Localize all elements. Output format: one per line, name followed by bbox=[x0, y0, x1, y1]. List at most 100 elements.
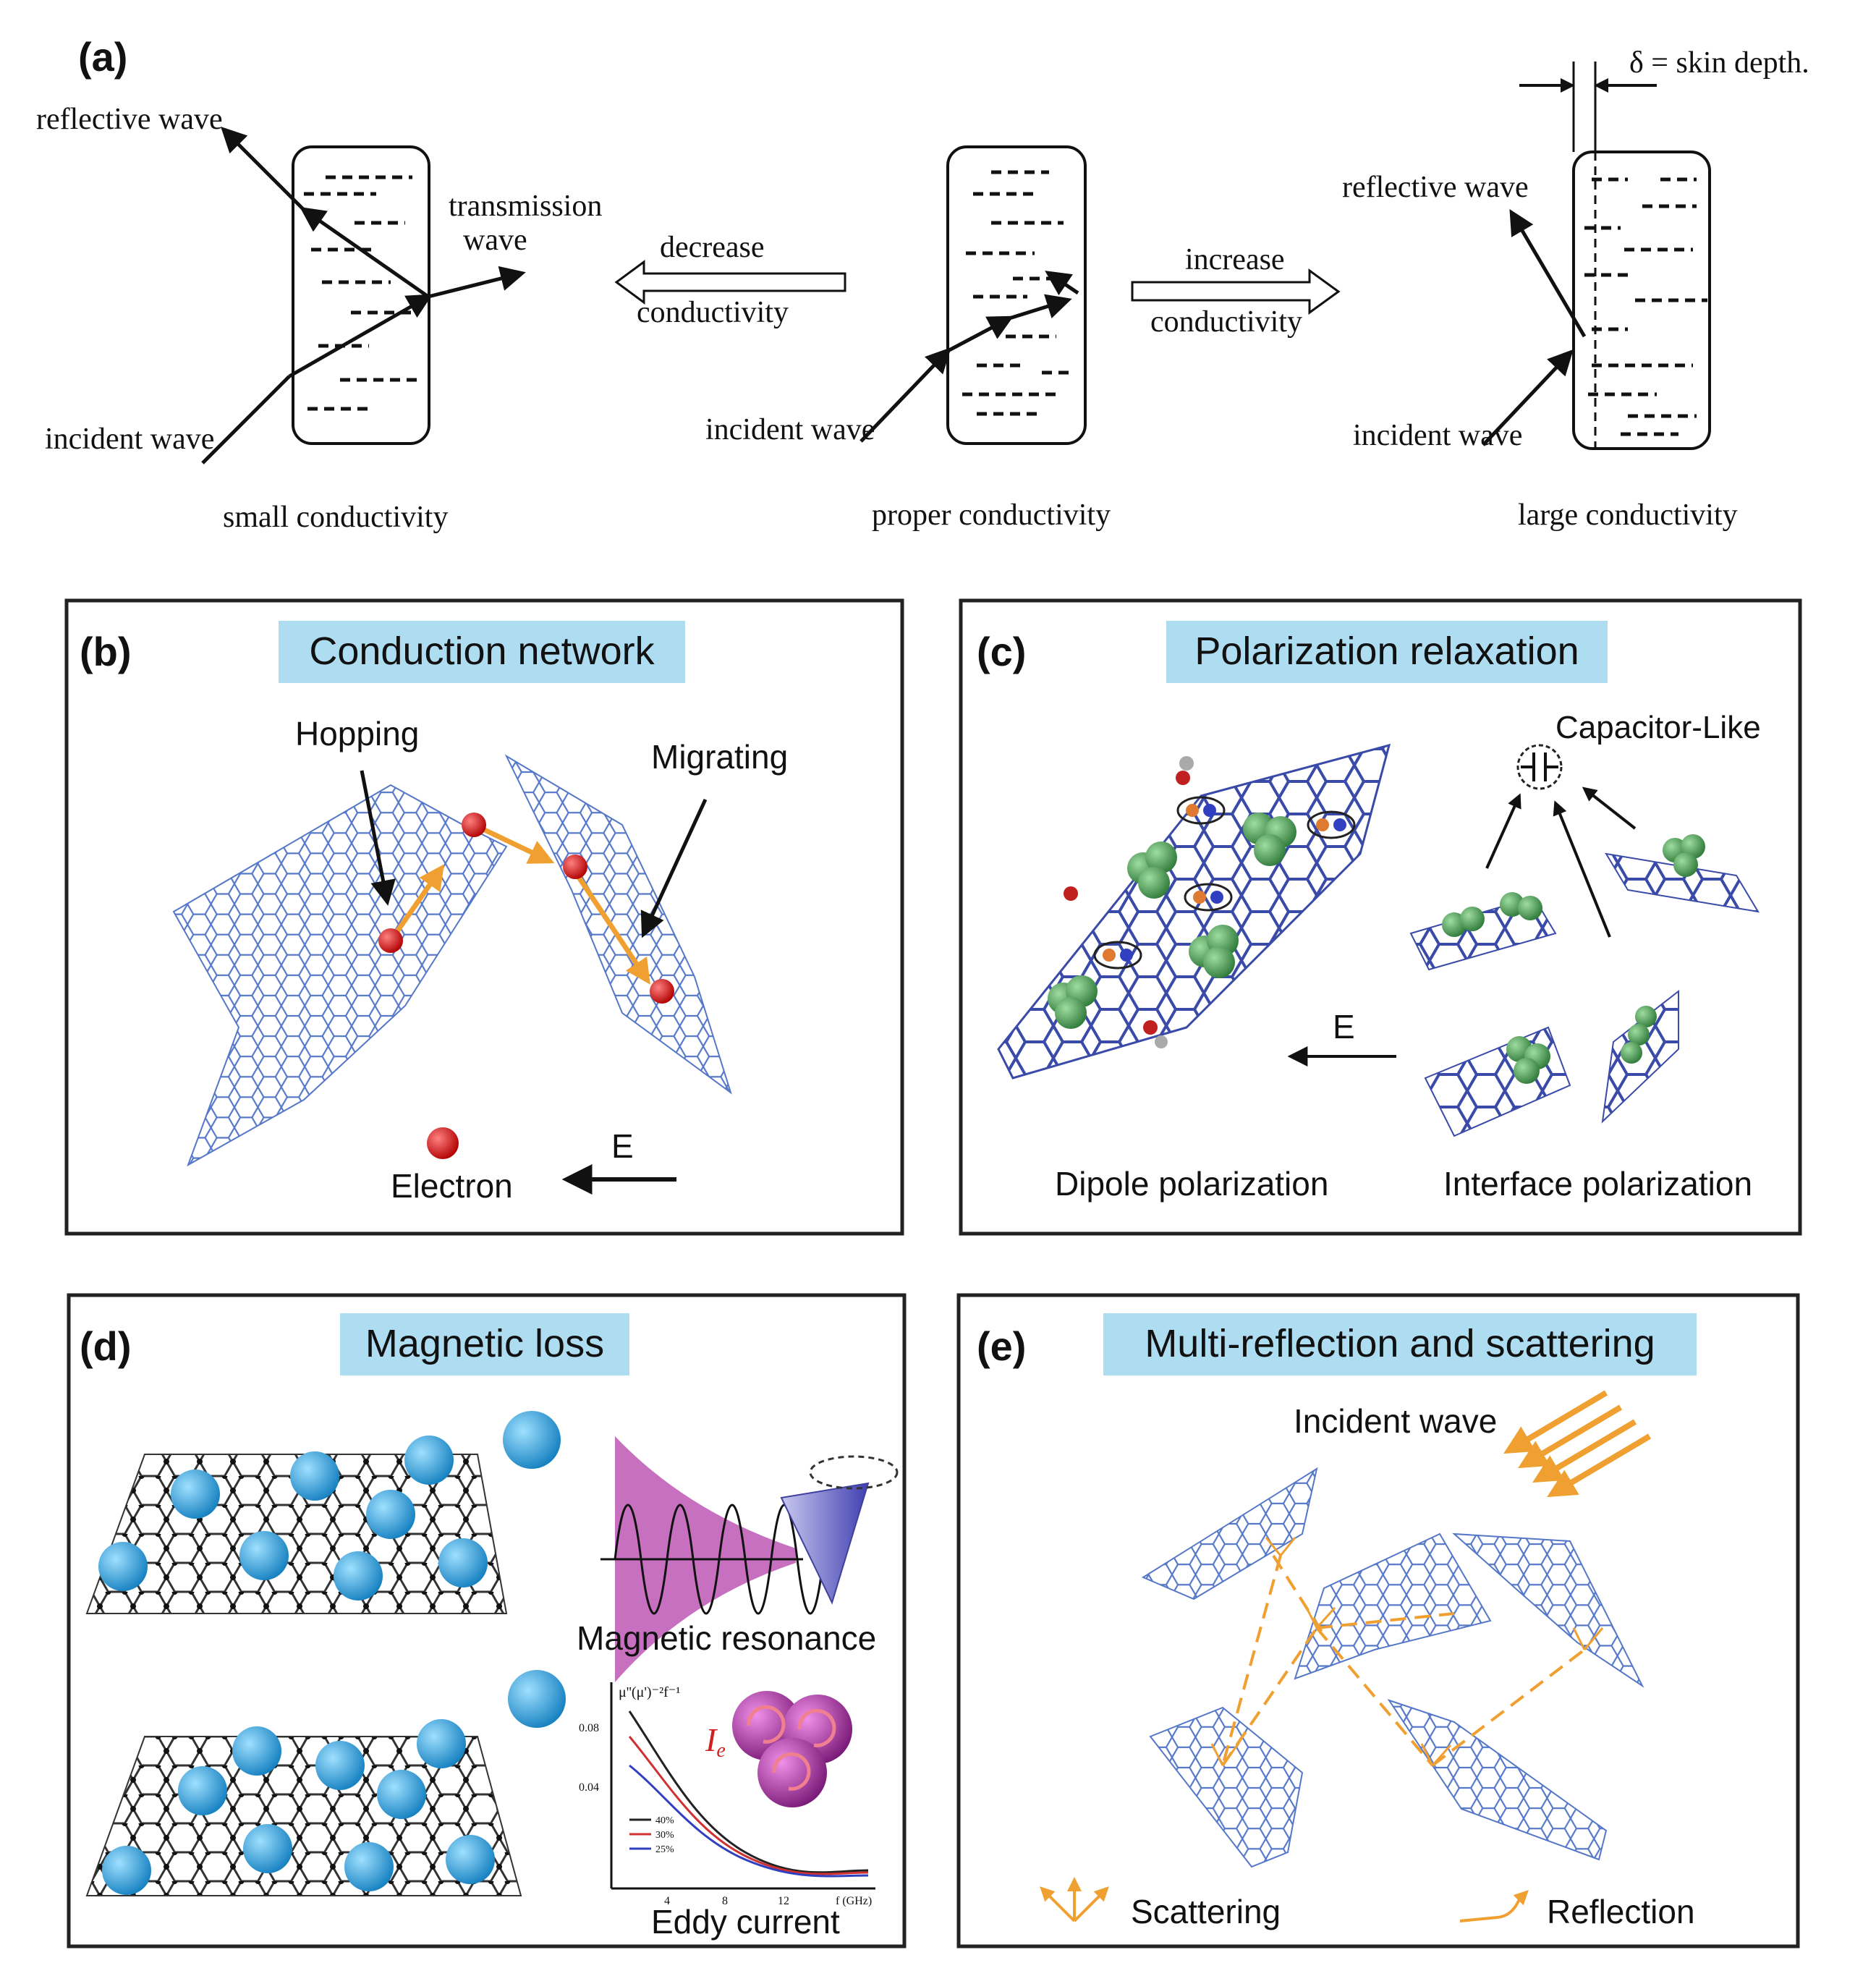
plot-ytick-2: 0.04 bbox=[579, 1781, 599, 1794]
panel-c: (c) Polarization relaxation bbox=[959, 598, 1802, 1236]
label-electron: Electron bbox=[391, 1167, 513, 1205]
label-ie: Ie bbox=[705, 1721, 726, 1762]
green-clusters bbox=[1048, 813, 1296, 1029]
panel-c-letter: (c) bbox=[977, 629, 1026, 674]
slab-small-conductivity bbox=[292, 145, 430, 445]
cyan-balls-top bbox=[98, 1436, 488, 1600]
panel-d-title: Magnetic loss bbox=[365, 1322, 604, 1365]
panel-d-frame bbox=[67, 1293, 907, 1949]
label-migrating: Migrating bbox=[651, 738, 788, 776]
plot-xlabel: f (GHz) bbox=[836, 1895, 872, 1907]
label-incident-left: incident wave bbox=[45, 423, 214, 456]
plot-xtick-3: 12 bbox=[778, 1895, 789, 1907]
reflection-legend-icon bbox=[1459, 1890, 1529, 1922]
graphene-sheet-right bbox=[504, 754, 732, 1095]
label-field-b: E bbox=[611, 1127, 634, 1165]
eddy-plot: μ''(μ')⁻²f⁻¹ 0.08 0.04 4 8 12 f (GHz) 40… bbox=[579, 1682, 875, 1907]
panel-b-title-bg bbox=[279, 621, 685, 683]
curve-40 bbox=[628, 1710, 869, 1874]
plot-ytick-1: 0.08 bbox=[579, 1722, 599, 1734]
graphene-sheet-left bbox=[172, 784, 508, 1167]
panel-d: (d) Magnetic loss Magnetic resonance bbox=[67, 1293, 907, 1949]
precession-orbit bbox=[809, 1455, 899, 1490]
panel-a-letter: (a) bbox=[78, 34, 127, 80]
label-reflective-left: reflective wave bbox=[36, 103, 223, 136]
scatter-sheets bbox=[1141, 1467, 1644, 1868]
precession-cone bbox=[780, 1482, 870, 1605]
panel-e-letter: (e) bbox=[977, 1323, 1026, 1369]
migrating-pointer bbox=[640, 798, 708, 938]
scattering-legend-icon bbox=[1040, 1877, 1109, 1922]
legend-25: 25% bbox=[655, 1844, 674, 1855]
label-dipole: Dipole polarization bbox=[1055, 1165, 1328, 1203]
rays-middle bbox=[860, 271, 1079, 443]
cyan-balls-bottom bbox=[102, 1719, 495, 1895]
reflection-paths bbox=[1221, 1554, 1586, 1767]
label-incident-right: incident wave bbox=[1353, 419, 1522, 452]
plot-ylabel: μ''(μ')⁻²f⁻¹ bbox=[619, 1684, 680, 1700]
label-transmission-2: wave bbox=[463, 224, 527, 257]
label-decrease: decrease bbox=[660, 231, 765, 264]
panel-b-frame bbox=[64, 598, 904, 1236]
legend-30: 30% bbox=[655, 1830, 674, 1841]
slab-large-conductivity bbox=[1572, 150, 1711, 450]
label-hopping: Hopping bbox=[295, 715, 419, 752]
label-reflective-right: reflective wave bbox=[1342, 171, 1529, 204]
dipole-ellipses bbox=[1093, 796, 1356, 970]
label-increase: increase bbox=[1185, 243, 1285, 276]
cyan-ball-icon-bottom bbox=[508, 1670, 566, 1728]
electron-3 bbox=[563, 855, 587, 879]
rays-right bbox=[1482, 208, 1587, 446]
panel-e: (e) Multi-reflection and scattering Inci… bbox=[956, 1293, 1800, 1949]
interface-sheets bbox=[1409, 834, 1760, 1137]
hopping-pointer bbox=[360, 770, 396, 906]
incident-wave-arrows bbox=[1503, 1390, 1652, 1498]
plot-xtick-1: 4 bbox=[664, 1895, 670, 1907]
graphene-oxide-sheet bbox=[997, 743, 1391, 1080]
label-field-c: E bbox=[1333, 1008, 1355, 1046]
label-eddy: Eddy current bbox=[651, 1903, 840, 1941]
curve-25 bbox=[629, 1764, 869, 1878]
panel-e-title: Multi-reflection and scattering bbox=[1145, 1322, 1655, 1365]
increase-arrow bbox=[1131, 268, 1341, 315]
electron-4 bbox=[650, 979, 674, 1004]
slab-dashes-middle bbox=[962, 170, 1071, 416]
panel-d-title-bg bbox=[340, 1313, 629, 1375]
rays-left bbox=[201, 127, 526, 465]
label-resonance: Magnetic resonance bbox=[577, 1619, 876, 1657]
label-transmission-1: transmission bbox=[449, 190, 602, 223]
label-skin-depth: δ = skin depth. bbox=[1629, 46, 1809, 80]
label-reflection: Reflection bbox=[1547, 1893, 1695, 1930]
legend-40: 40% bbox=[655, 1815, 674, 1826]
panel-d-letter: (d) bbox=[80, 1323, 132, 1369]
hopping-path bbox=[389, 822, 650, 985]
capacitor-pointers bbox=[1485, 786, 1637, 938]
plot-xtick-2: 8 bbox=[722, 1895, 728, 1907]
scattering-ticks bbox=[1210, 1537, 1604, 1766]
capacitor-icon bbox=[1516, 744, 1563, 790]
panel-c-frame bbox=[959, 598, 1802, 1236]
panel-c-title-bg bbox=[1166, 621, 1608, 683]
electron-1 bbox=[378, 928, 403, 953]
cyan-ball-icon-top bbox=[503, 1411, 561, 1469]
curve-30 bbox=[628, 1736, 869, 1875]
caption-small-conductivity: small conductivity bbox=[223, 501, 448, 534]
caption-proper-conductivity: proper conductivity bbox=[872, 499, 1111, 532]
electron-legend-icon bbox=[427, 1127, 459, 1159]
decrease-arrow bbox=[614, 260, 846, 305]
panel-c-title: Polarization relaxation bbox=[1194, 629, 1579, 673]
panel-b: (b) Conduction network Hopping Migrating… bbox=[64, 598, 904, 1236]
label-scattering: Scattering bbox=[1131, 1893, 1281, 1930]
electron-2 bbox=[462, 813, 486, 837]
label-capacitor: Capacitor-Like bbox=[1555, 710, 1761, 745]
panel-b-letter: (b) bbox=[80, 629, 132, 674]
slab-dashes-left bbox=[304, 175, 420, 411]
panel-a: (a) reflective wave transmission wave in… bbox=[36, 34, 1809, 534]
eddy-spheres bbox=[732, 1691, 852, 1807]
label-decrease-conductivity: conductivity bbox=[637, 296, 789, 329]
label-increase-conductivity: conductivity bbox=[1150, 305, 1302, 339]
panel-e-title-bg bbox=[1103, 1313, 1697, 1375]
dipole-charges bbox=[1064, 756, 1346, 1048]
panel-e-frame bbox=[956, 1293, 1800, 1949]
caption-large-conductivity: large conductivity bbox=[1518, 499, 1738, 532]
